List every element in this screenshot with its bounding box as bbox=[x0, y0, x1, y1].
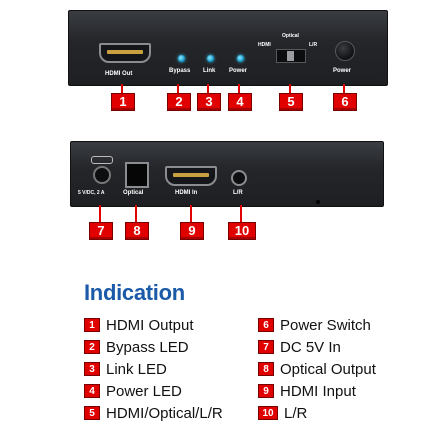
dc-polarity-icon bbox=[91, 156, 113, 164]
power-button-label: Power bbox=[333, 68, 352, 74]
bypass-led bbox=[178, 55, 185, 62]
indication-title: Indication bbox=[84, 280, 185, 305]
legend-text: Optical Output bbox=[280, 360, 376, 378]
input-selector-switch[interactable] bbox=[276, 49, 306, 63]
legend-item: 4 Power LED bbox=[84, 382, 182, 400]
callout-badge-6: 6 bbox=[333, 93, 357, 111]
callout-badge-8: 8 bbox=[125, 222, 149, 240]
callout-badge-4: 4 bbox=[228, 93, 252, 111]
legend-badge: 10 bbox=[258, 406, 278, 420]
legend-badge: 5 bbox=[84, 406, 100, 420]
optical-port bbox=[125, 162, 149, 188]
legend-badge: 9 bbox=[258, 384, 274, 398]
legend-item: 7 DC 5V In bbox=[258, 338, 341, 356]
legend-item: 5 HDMI/Optical/L/R bbox=[84, 404, 223, 422]
legend-text: Power LED bbox=[106, 382, 182, 400]
callout-line-7 bbox=[99, 205, 101, 223]
callout-line-5 bbox=[289, 84, 291, 94]
callout-line-6 bbox=[343, 84, 345, 94]
switch-hdmi-label: HDMI bbox=[258, 42, 271, 48]
legend-item: 1 HDMI Output bbox=[84, 316, 194, 334]
callout-line-10 bbox=[240, 205, 242, 223]
callout-line-3 bbox=[207, 84, 209, 94]
callout-line-9 bbox=[190, 205, 192, 223]
dc-label: 5 V/DC, 2 A bbox=[78, 190, 105, 196]
optical-label: Optical bbox=[123, 190, 144, 196]
hdmi-out-port bbox=[99, 43, 151, 63]
hdmi-out-label: HDMI Out bbox=[105, 71, 133, 77]
legend-item: 3 Link LED bbox=[84, 360, 167, 378]
legend-text: Power Switch bbox=[280, 316, 371, 334]
legend-badge: 7 bbox=[258, 340, 274, 354]
legend-badge: 2 bbox=[84, 340, 100, 354]
legend-badge: 4 bbox=[84, 384, 100, 398]
power-led bbox=[237, 55, 244, 62]
hdmi-in-port bbox=[165, 166, 217, 186]
legend-text: Link LED bbox=[106, 360, 167, 378]
link-label: Link bbox=[203, 68, 216, 74]
lr-audio-jack bbox=[231, 170, 247, 186]
power-label: Power bbox=[229, 68, 248, 74]
legend-item: 8 Optical Output bbox=[258, 360, 376, 378]
callout-line-2 bbox=[177, 84, 179, 94]
hdmi-in-label: HDMI In bbox=[175, 190, 198, 196]
legend-text: DC 5V In bbox=[280, 338, 341, 356]
legend-text: HDMI/Optical/L/R bbox=[106, 404, 223, 422]
link-led bbox=[207, 55, 214, 62]
switch-knob[interactable] bbox=[287, 51, 294, 61]
legend-text: HDMI Input bbox=[280, 382, 356, 400]
power-button[interactable] bbox=[335, 41, 355, 61]
callout-line-4 bbox=[238, 84, 240, 94]
legend-item: 2 Bypass LED bbox=[84, 338, 189, 356]
legend-text: L/R bbox=[284, 404, 308, 422]
legend-badge: 8 bbox=[258, 362, 274, 376]
switch-optical-label: Optical bbox=[282, 33, 299, 39]
screw-hole bbox=[316, 200, 320, 204]
legend-text: Bypass LED bbox=[106, 338, 189, 356]
callout-badge-5: 5 bbox=[279, 93, 303, 111]
legend-badge: 3 bbox=[84, 362, 100, 376]
switch-lr-label: L/R bbox=[309, 42, 318, 48]
rear-panel: 5 V/DC, 2 A Optical HDMI In L/R bbox=[70, 141, 384, 207]
callout-badge-2: 2 bbox=[167, 93, 191, 111]
legend-item: 10 L/R bbox=[258, 404, 307, 422]
callout-badge-9: 9 bbox=[180, 222, 204, 240]
legend-badge: 1 bbox=[84, 318, 100, 332]
callout-badge-7: 7 bbox=[89, 222, 113, 240]
bypass-label: Bypass bbox=[169, 68, 191, 74]
front-panel: HDMI Out Bypass Link Power Optical HDMI … bbox=[68, 10, 388, 86]
dc-power-jack bbox=[93, 166, 111, 184]
callout-badge-1: 1 bbox=[111, 93, 135, 111]
legend-badge: 6 bbox=[258, 318, 274, 332]
callout-line-8 bbox=[135, 205, 137, 223]
lr-label: L/R bbox=[233, 190, 243, 196]
callout-line-1 bbox=[121, 84, 123, 94]
legend-item: 9 HDMI Input bbox=[258, 382, 356, 400]
legend-item: 6 Power Switch bbox=[258, 316, 371, 334]
callout-badge-3: 3 bbox=[197, 93, 221, 111]
callout-badge-10: 10 bbox=[228, 222, 256, 240]
legend-text: HDMI Output bbox=[106, 316, 194, 334]
